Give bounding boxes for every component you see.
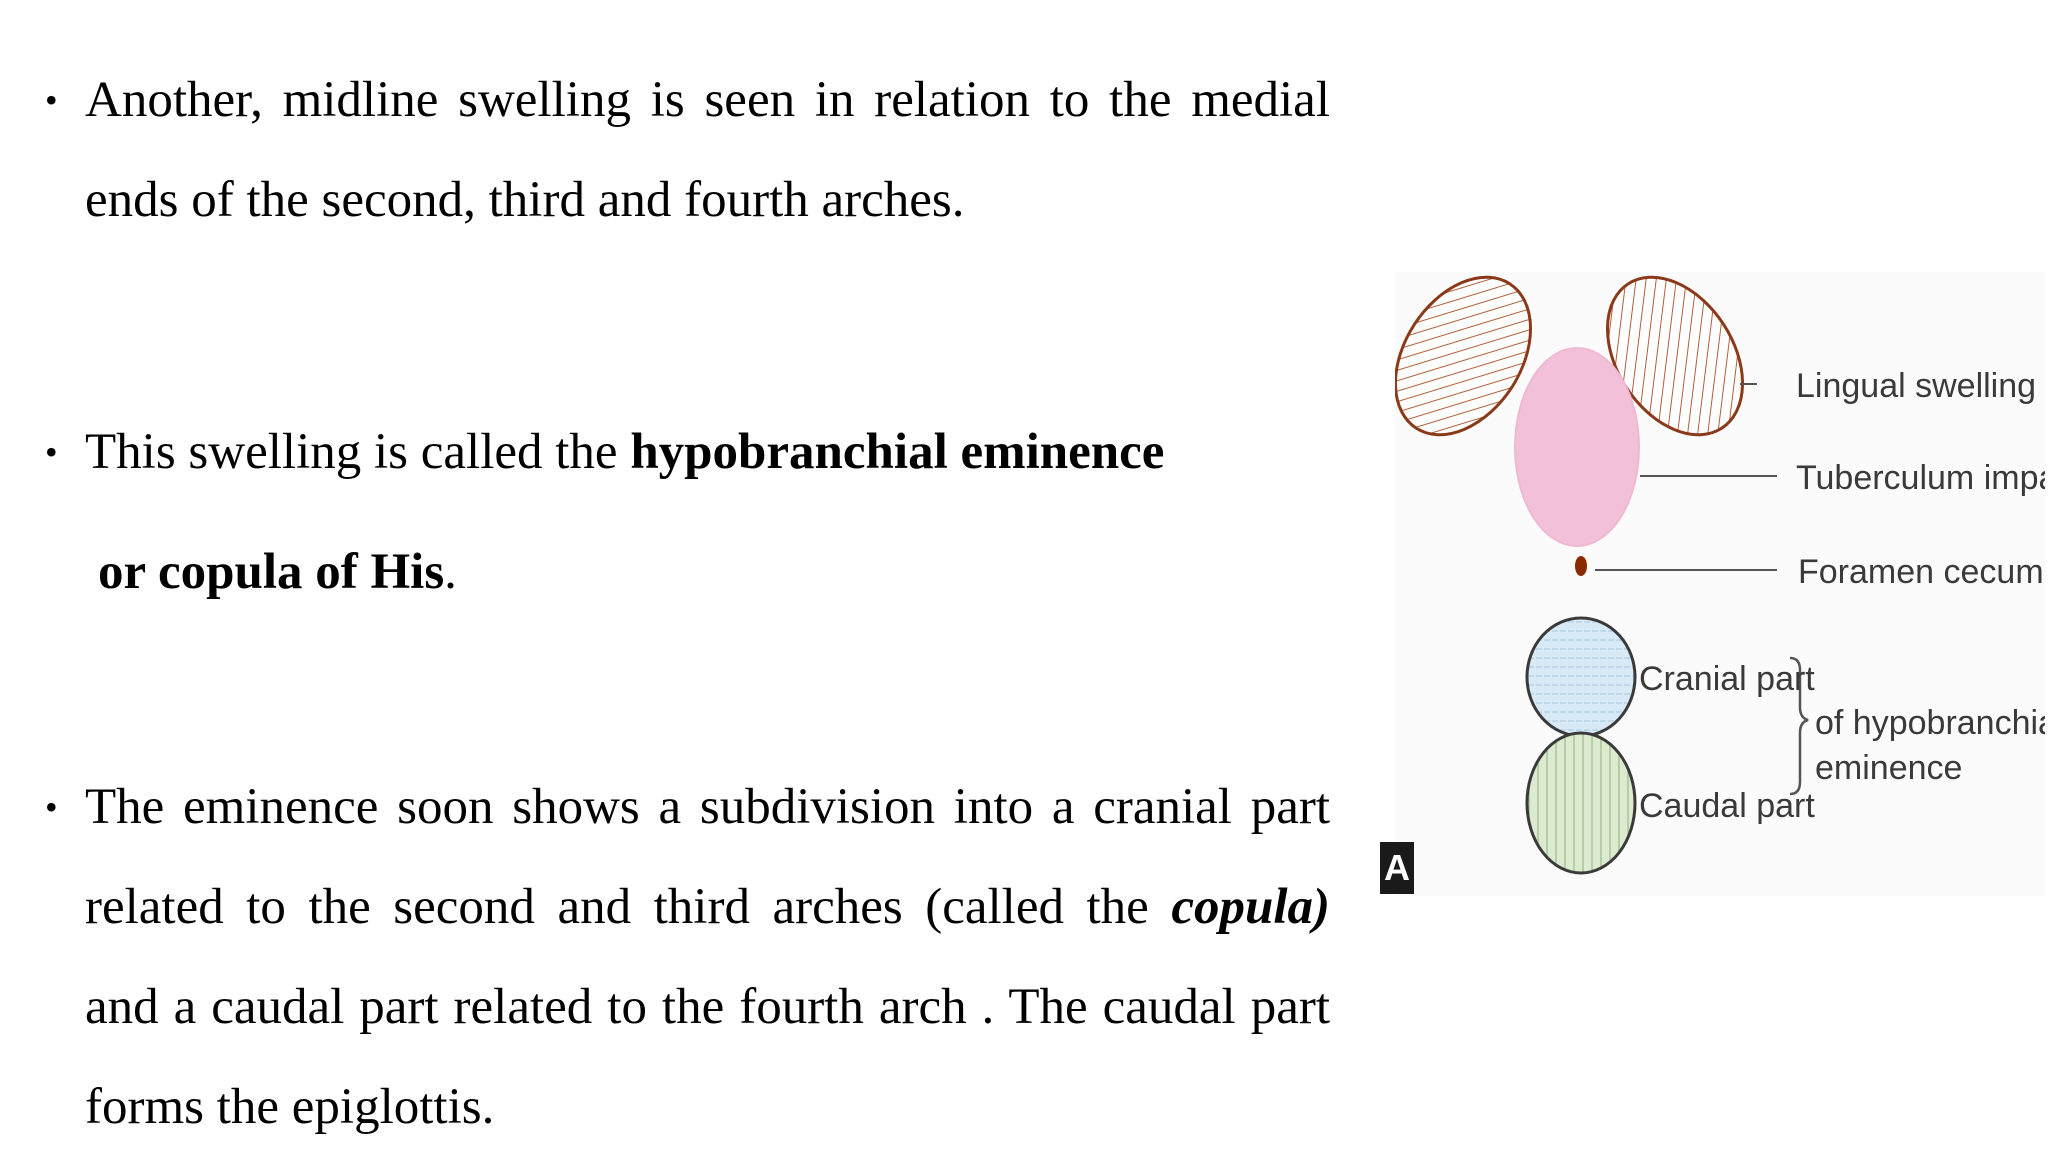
label-caudal-part: Caudal part	[1639, 787, 1815, 825]
tuberculum-impar-shape	[1514, 347, 1640, 547]
label-eminence: eminence	[1815, 749, 1962, 787]
bullet-2-line-1: This swelling is called the hypobranchia…	[85, 392, 1330, 512]
label-tuberculum-impar: Tuberculum impar	[1796, 459, 2045, 497]
bullet-2: • This swelling is called the hypobranch…	[45, 392, 1330, 632]
bullet-3: • The eminence soon shows a subdivision …	[45, 757, 1330, 1152]
label-cranial-part: Cranial part	[1639, 660, 1815, 698]
bullet-1-line-2: ends of the second, third and fourth arc…	[85, 172, 965, 228]
foramen-cecum-dot	[1575, 556, 1587, 576]
term-copula-of-his: or copula of His	[98, 544, 445, 600]
bullet-dot: •	[45, 787, 58, 827]
term-copula: copula)	[1171, 879, 1330, 935]
cranial-part-shape	[1525, 616, 1637, 738]
caudal-part-shape	[1525, 731, 1637, 875]
bullet-3-line-3: and a caudal part related to the fourth …	[85, 979, 1330, 1035]
bullet-dot: •	[45, 432, 58, 472]
bullet-3-line-1: The eminence soon shows a subdivision in…	[85, 779, 1330, 835]
panel-label: A	[1380, 842, 1414, 894]
bullet-3-line-4: forms the epiglottis.	[85, 1079, 495, 1135]
label-lingual-swelling: Lingual swelling	[1796, 367, 2036, 405]
tongue-development-diagram: Lingual swelling Tuberculum impar Forame…	[1395, 272, 2045, 897]
bullet-2-prefix: This swelling is called the	[85, 424, 631, 480]
bullet-3-line-2-text: related to the second and third arches (…	[85, 879, 1172, 935]
bullet-dot: •	[45, 80, 58, 120]
label-of-hypobranchial: of hypobranchial	[1815, 704, 2045, 742]
label-foramen-cecum: Foramen cecum	[1798, 553, 2044, 591]
bullet-3-line-2: related to the second and third arches (…	[85, 857, 1330, 957]
bullet-2-line-2: or copula of His.	[85, 512, 1330, 632]
bullet-2-suffix: .	[444, 544, 457, 600]
left-lingual-swelling	[1395, 275, 1533, 437]
term-hypobranchial-eminence: hypobranchial eminence	[630, 424, 1165, 480]
bullet-1-line-1: Another, midline swelling is seen in rel…	[85, 72, 1330, 128]
bullet-1: • Another, midline swelling is seen in r…	[45, 50, 1330, 250]
